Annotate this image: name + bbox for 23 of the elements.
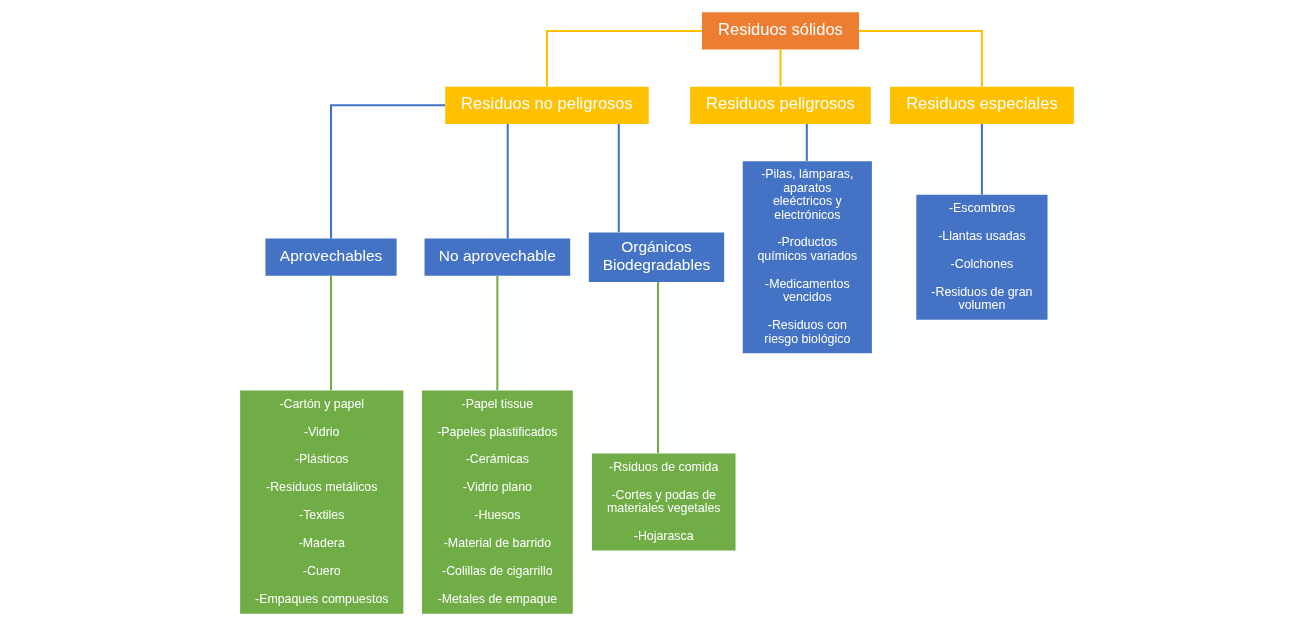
connector: [329, 276, 332, 391]
node-box: Residuos especiales: [889, 86, 1074, 124]
node-box: -Escombros -Llantas usadas -Colchones -Residuos de gran volumen: [915, 194, 1047, 320]
node-box: Residuos no peligrosos: [444, 86, 649, 124]
connector: [617, 123, 620, 233]
node-box: No aprovechable: [424, 238, 570, 276]
connector: [506, 123, 509, 239]
node-box: Orgánicos Biodegradables: [588, 232, 724, 282]
connector: [980, 123, 983, 195]
connector: [778, 49, 781, 87]
connector: [656, 282, 659, 454]
connector: [545, 29, 702, 87]
node-box: -Rsiduos de comida -Cortes y podas de materiales vegetales -Hojarasca: [591, 453, 735, 551]
node-box: -Cartón y papel -Vidrio -Plásticos -Residuos metálicos -Textiles -Madera -Cuero -Empaques compuestos: [239, 390, 403, 614]
connector: [858, 29, 983, 87]
connector: [329, 104, 445, 239]
connector: [805, 123, 808, 161]
connector: [495, 276, 498, 391]
node-box: Residuos sólidos: [701, 12, 859, 50]
node-box: -Pilas, lámparas, aparatos eleéctricos y electrónicos -Productos químicos variados -Medicamentos vencidos -Residuos con riesgo biológico: [742, 161, 872, 354]
node-box: -Papel tissue -Papeles plastificados -Cerámicas -Vidrio plano -Huesos -Material de barrido -Colillas de cigarrillo -Metales de empaque: [421, 390, 573, 614]
node-box: Aprovechables: [264, 238, 397, 276]
node-box: Residuos peligrosos: [689, 86, 871, 124]
